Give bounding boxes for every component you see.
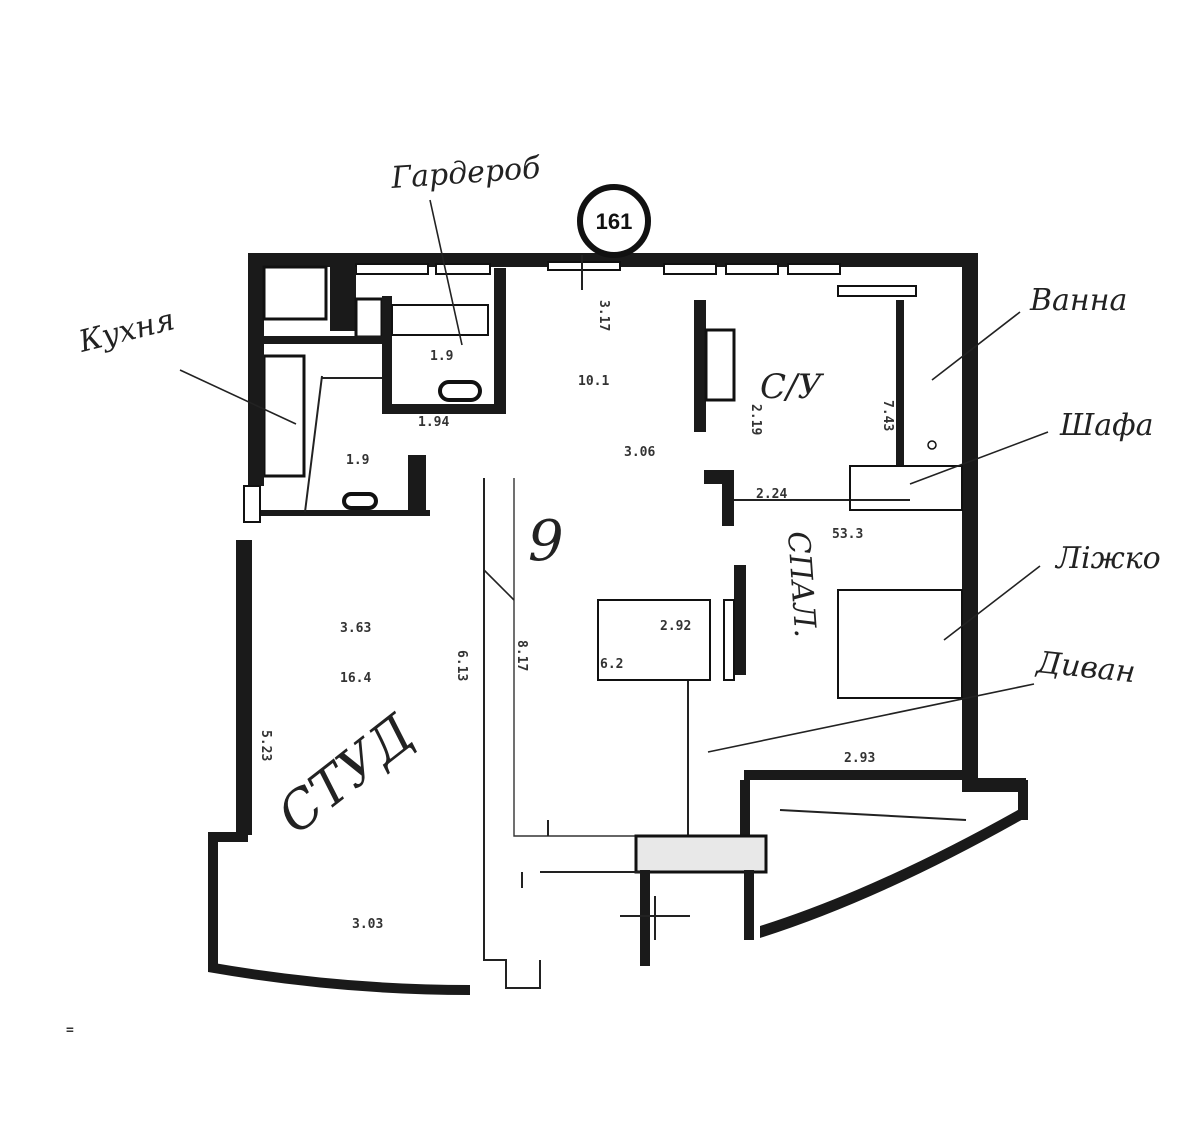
label-wc: С/У xyxy=(760,367,824,407)
label-closet: Шафа xyxy=(1059,408,1154,443)
studio-core xyxy=(483,478,967,989)
wardrobe-area: 1.9 xyxy=(430,349,453,364)
living-height: 6.13 xyxy=(454,650,469,681)
interior-walls xyxy=(243,268,966,840)
bath-width: 2.24 xyxy=(756,487,787,502)
corridor-width: 3.06 xyxy=(624,445,655,460)
outer-walls xyxy=(208,253,1028,995)
label-wardrobe: Гардероб xyxy=(389,151,542,196)
living-bottom: 3.03 xyxy=(352,917,383,932)
top-windows xyxy=(355,261,917,297)
label-kitchen: Кухня xyxy=(74,302,178,360)
unit-badge: 161 xyxy=(577,184,651,290)
living-area: 16.4 xyxy=(340,671,371,686)
bottom-left-mark: = xyxy=(66,1023,74,1038)
hall-width: 3.17 xyxy=(596,300,611,331)
top-left-shaft xyxy=(262,265,384,339)
dressing-area: 6.2 xyxy=(600,657,623,672)
bedroom-area: 53.3 xyxy=(832,527,863,542)
label-nine: 9 xyxy=(528,509,564,574)
kitchen-width: 1.94 xyxy=(418,415,449,430)
bed-shape xyxy=(837,589,963,699)
hall-area: 10.1 xyxy=(578,374,609,389)
dressing-width: 2.92 xyxy=(660,619,691,634)
unit-number: 161 xyxy=(596,209,633,234)
center-width: 8.17 xyxy=(514,640,529,671)
label-bedroom: СПАЛ. xyxy=(780,530,822,639)
living-side: 5.23 xyxy=(258,730,273,761)
balcony-width: 2.93 xyxy=(844,751,875,766)
bath-height: 7.43 xyxy=(880,400,895,431)
label-bed: Ліжко xyxy=(1054,541,1161,576)
living-width: 3.63 xyxy=(340,621,371,636)
label-sofa: Диван xyxy=(1033,645,1137,690)
kitchen-area: 1.9 xyxy=(346,453,369,468)
label-bathroom: Ванна xyxy=(1029,283,1127,318)
wc-height: 2.19 xyxy=(748,404,763,435)
dimension-labels: 1.9 3.17 10.1 3.06 2.19 7.43 2.24 53.3 1… xyxy=(66,300,895,1038)
toilet-symbols xyxy=(342,380,937,510)
label-living: СТУД xyxy=(267,703,427,846)
